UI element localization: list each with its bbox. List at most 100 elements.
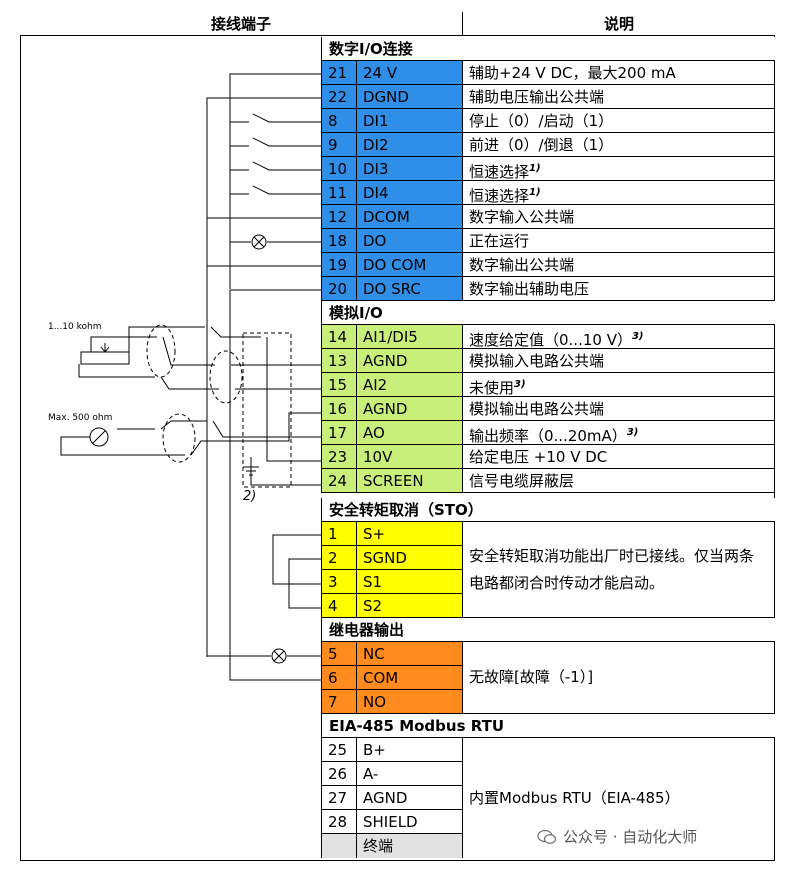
- switch-di2: [230, 137, 321, 147]
- terminal-name: 24 V: [357, 61, 463, 85]
- terminal-number: 25: [321, 738, 357, 762]
- switch-di1: [230, 113, 321, 123]
- terminal-name: DO COM: [357, 253, 463, 277]
- terminal-number: 14: [321, 325, 357, 349]
- terminal-name: 终端: [357, 834, 463, 858]
- wire-agnd-in: [78, 364, 321, 390]
- terminal-number: 21: [321, 61, 357, 85]
- terminal-number: 1: [321, 522, 357, 546]
- terminal-name: DO SRC: [357, 277, 463, 301]
- terminal-desc: 输出频率（0...20mA）3): [463, 421, 775, 445]
- terminal-number: 13: [321, 349, 357, 373]
- terminal-name: SGND: [357, 546, 463, 570]
- terminal-number: 4: [321, 594, 357, 618]
- relay-lamp-icon: [271, 648, 287, 664]
- terminal-number: 15: [321, 373, 357, 397]
- section-analog-io: 模拟I/O: [321, 301, 775, 325]
- wire-relay-com: [229, 290, 321, 681]
- ground-icon: [243, 466, 259, 476]
- wire-10v: [128, 326, 321, 462]
- wechat-icon: [537, 829, 557, 844]
- terminal-number: 6: [321, 666, 357, 690]
- switch-di3: [230, 161, 321, 171]
- terminal-number: 28: [321, 810, 357, 834]
- terminal-desc: 未使用3): [463, 373, 775, 397]
- footnote-ref: 1): [529, 163, 541, 174]
- wire-ao: [117, 420, 321, 438]
- footnote-ref: 1): [529, 187, 541, 198]
- cable-shield-1: [146, 324, 176, 378]
- table-row: 终端: [321, 834, 775, 858]
- terminal-name: A-: [357, 762, 463, 786]
- lamp-icon: [251, 234, 267, 250]
- terminal-name: DCOM: [357, 205, 463, 229]
- section-relay: 继电器输出: [321, 618, 775, 642]
- terminal-desc: 辅助电压输出公共端: [463, 85, 775, 109]
- terminal-number: [321, 834, 357, 858]
- terminal-number: 19: [321, 253, 357, 277]
- terminal-name: AGND: [357, 786, 463, 810]
- terminal-name: DI1: [357, 109, 463, 133]
- terminal-number: 17: [321, 421, 357, 445]
- cable-shield-4: [242, 332, 292, 488]
- terminal-desc: 模拟输出电路公共端: [463, 397, 775, 421]
- section-digital-io: 数字I/O连接: [321, 37, 775, 61]
- terminal-name: DI2: [357, 133, 463, 157]
- terminal-number: 18: [321, 229, 357, 253]
- terminal-number: 9: [321, 133, 357, 157]
- wire-agnd-out: [60, 412, 321, 456]
- wire-screen: [250, 457, 321, 486]
- terminal-desc: 停止（0）/启动（1）: [463, 109, 775, 133]
- cable-shield-2: [209, 350, 243, 404]
- terminal-number: 11: [321, 181, 357, 205]
- terminal-name: S+: [357, 522, 463, 546]
- terminal-number: 10: [321, 157, 357, 181]
- terminal-desc: 给定电压 +10 V DC: [463, 445, 775, 469]
- terminal-name: SHIELD: [357, 810, 463, 834]
- terminal-number: 22: [321, 85, 357, 109]
- terminal-desc: 速度给定值（0...10 V）3): [463, 325, 775, 349]
- section-sto: 安全转矩取消（STO）: [321, 498, 775, 522]
- terminal-desc: 数字输出公共端: [463, 253, 775, 277]
- terminal-name: AI2: [357, 373, 463, 397]
- terminal-desc: 前进（0）/倒退（1）: [463, 133, 775, 157]
- terminal-name: S1: [357, 570, 463, 594]
- cable-shield-3: [162, 413, 196, 463]
- wire-ai1: [90, 336, 321, 366]
- terminal-number: 27: [321, 786, 357, 810]
- terminal-number: 16: [321, 397, 357, 421]
- terminal-number: 26: [321, 762, 357, 786]
- wire-dgnd: [206, 97, 321, 657]
- terminal-number: 12: [321, 205, 357, 229]
- sto-jumper-2: [288, 558, 321, 609]
- terminal-number: 3: [321, 570, 357, 594]
- terminal-number: 5: [321, 642, 357, 666]
- terminal-name: DI4: [357, 181, 463, 205]
- footnote-ref: 3): [514, 379, 526, 390]
- terminal-name: DO: [357, 229, 463, 253]
- terminal-number: 24: [321, 469, 357, 493]
- potentiometer-label: 1...10 kohm: [48, 322, 102, 332]
- wiring-diagram: [60, 73, 321, 681]
- relay-description: 无故障[故障（-1）]: [463, 642, 775, 714]
- potentiometer-icon: [80, 351, 130, 365]
